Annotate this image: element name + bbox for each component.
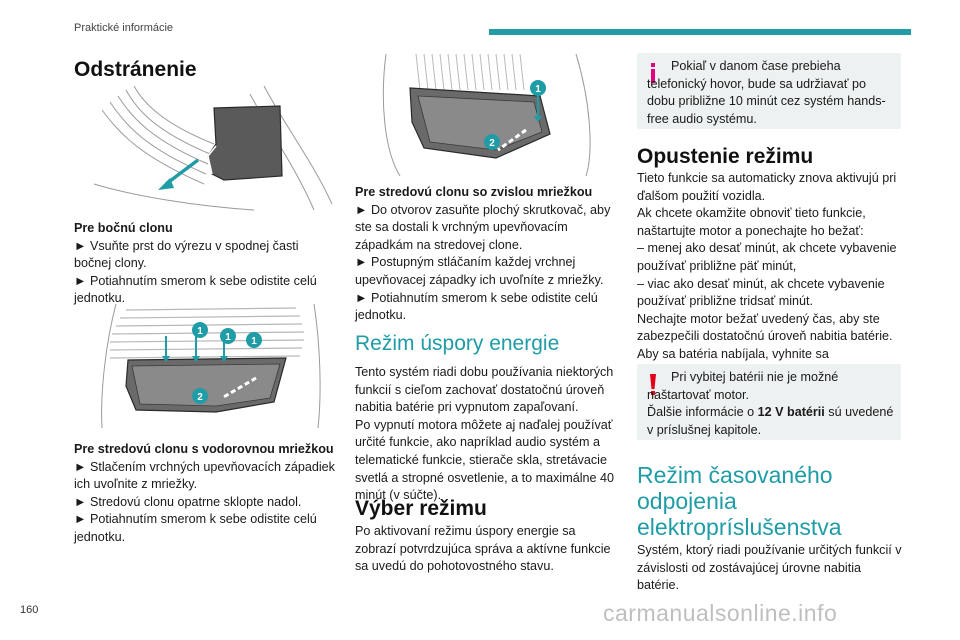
timed-disconnect-para: Systém, ktorý riadi používanie určitých … (637, 543, 902, 593)
fig2-badge-1a: 1 (197, 326, 203, 337)
middle-cover-horizontal-illustration: 1 1 1 2 (96, 302, 326, 430)
middle-horizontal-step-2: ► Stredovú clonu opatrne sklopte nadol. (74, 494, 302, 509)
side-cover-illustration (74, 84, 334, 214)
middle-horizontal-step-1: ► Stlačením vrchných upevňovacích západi… (74, 459, 335, 492)
warning-box: Pri vybitej batérii nie je možné naštart… (637, 364, 901, 440)
middle-horizontal-step-3: ► Potiahnutím smerom k sebe odistite cel… (74, 512, 317, 544)
middle-horizontal-text: Pre stredovú clonu s vodorovnou mriežkou… (74, 441, 336, 547)
warning-text: Pri vybitej batérii nie je možné naštart… (647, 369, 895, 439)
exit-mode-heading: Opustenie režimu (637, 145, 814, 168)
middle-vertical-step-1: ► Do otvorov zasuňte plochý skrutkovač, … (355, 202, 611, 252)
info-icon (647, 61, 659, 85)
eco-mode-para-2: Po vypnutí motora môžete aj naďalej použ… (355, 417, 615, 503)
mode-select-para: Po aktivovaní režimu úspory energie sa z… (355, 524, 611, 574)
eco-mode-heading: Režim úspory energie (355, 332, 560, 355)
mode-select-text: Po aktivovaní režimu úspory energie sa z… (355, 523, 617, 576)
side-cover-step-2: ► Potiahnutím smerom k sebe odistite cel… (74, 273, 317, 306)
middle-cover-vertical-illustration: 1 2 (376, 50, 600, 178)
exit-para-2: Ak chcete okamžite obnoviť tieto funkcie… (637, 206, 866, 238)
side-cover-step-1: ► Vsuňte prst do výrezu v spodnej časti … (74, 238, 299, 271)
warning-line: Pri vybitej batérii nie je možné naštart… (647, 370, 839, 402)
middle-vertical-heading: Pre stredovú clonu so zvislou mriežkou (355, 185, 593, 199)
warning-icon (647, 372, 659, 398)
header-accent-bar (489, 29, 911, 35)
mode-select-heading: Výber režimu (355, 497, 487, 520)
timed-disconnect-heading: Režim časovaného odpojenia elektropríslu… (637, 462, 842, 540)
warning-more-bold: 12 V batérii (757, 405, 825, 420)
watermark: carmanualsonline.info (603, 600, 838, 626)
fig3-badge-1: 1 (535, 84, 541, 95)
warning-more-post: sú uvedené v príslušnej kapitole. (647, 405, 894, 437)
page-number: 160 (20, 604, 39, 616)
middle-horizontal-heading: Pre stredovú clonu s vodorovnou mriežkou (74, 442, 334, 456)
exit-para-1: Tieto funkcie sa automaticky znova aktiv… (637, 171, 897, 203)
exit-para-5: Nechajte motor bežať uvedený čas, aby st… (637, 311, 893, 344)
info-text: Pokiaľ v danom čase prebieha telefonický… (647, 59, 886, 126)
info-box: Pokiaľ v danom čase prebieha telefonický… (637, 53, 901, 129)
fig2-badge-1b: 1 (225, 332, 231, 343)
eco-mode-text: Tento systém riadi dobu používania niekt… (355, 364, 617, 505)
section-title: Praktické informácie (74, 22, 174, 34)
timed-disconnect-text: Systém, ktorý riadi používanie určitých … (637, 542, 905, 595)
fig2-badge-2: 2 (197, 392, 203, 403)
fig3-badge-2: 2 (489, 138, 495, 149)
middle-vertical-step-2: ► Postupným stláčaním každej vrchnej upe… (355, 255, 604, 287)
fig2-badge-1c: 1 (251, 336, 257, 347)
middle-vertical-text: Pre stredovú clonu so zvislou mriežkou ►… (355, 184, 617, 325)
eco-mode-para-1: Tento systém riadi dobu používania niekt… (355, 365, 614, 415)
removal-heading: Odstránenie (74, 58, 197, 81)
middle-vertical-step-3: ► Potiahnutím smerom k sebe odistite cel… (355, 290, 598, 323)
side-cover-heading: Pre bočnú clonu (74, 221, 173, 235)
exit-para-4: – viac ako desať minút, ak chcete vybave… (637, 276, 885, 309)
exit-para-3: – menej ako desať minút, ak chcete vybav… (637, 241, 897, 273)
warning-more-pre: Ďalšie informácie o (647, 405, 758, 420)
side-cover-text: Pre bočnú clonu ► Vsuňte prst do výrezu … (74, 220, 336, 308)
warning-more: Ďalšie informácie o 12 V batérii sú uved… (647, 404, 895, 439)
